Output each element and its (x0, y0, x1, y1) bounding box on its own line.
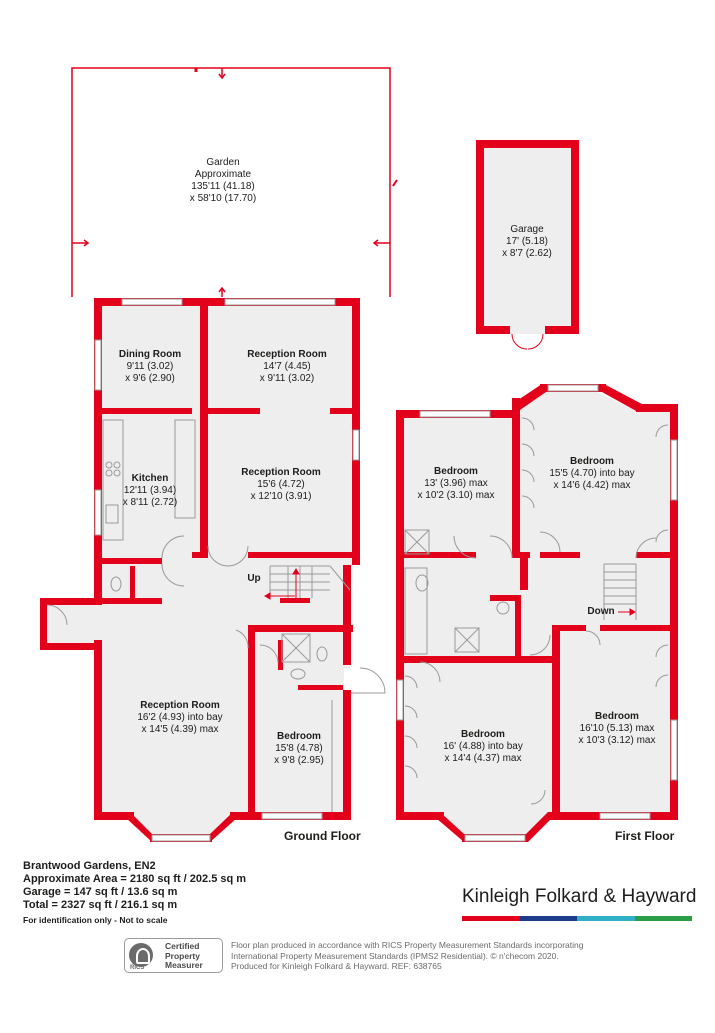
first-bedroom-3-name: Bedroom (461, 729, 505, 740)
brand-bar-teal (577, 916, 635, 921)
first-bedroom-1-name: Bedroom (434, 466, 478, 477)
rics-line-3: Measurer (165, 960, 203, 970)
disclaimer-line-1: Floor plan produced in accordance with R… (231, 940, 584, 950)
rics-badge: RICS Certified Property Measurer (124, 938, 223, 973)
approximate-area: Approximate Area = 2180 sq ft / 202.5 sq… (23, 873, 247, 885)
brand-color-bar (462, 916, 692, 921)
garden-boundary (71, 67, 398, 297)
garage-name: Garage (510, 224, 544, 235)
garage-area: Garage = 147 sq ft / 13.6 sq m (23, 886, 178, 898)
rics-logo-text: RICS (130, 965, 145, 971)
brand-bar-red (462, 916, 520, 921)
first-bedroom-3-dim1: 16' (4.88) into bay (443, 741, 523, 752)
garage-dim1: 17' (5.18) (506, 236, 548, 247)
reception-room-3-dim1: 16'2 (4.93) into bay (137, 712, 222, 723)
rics-line-1: Certified (165, 941, 200, 951)
ground-floor-plan (40, 298, 386, 842)
first-bedroom-4-dim1: 16'10 (5.13) max (580, 723, 655, 734)
total-area: Total = 2327 sq ft / 216.1 sq m (23, 899, 178, 911)
first-floor-label: First Floor (615, 829, 675, 843)
scale-note: For identification only - Not to scale (23, 915, 168, 925)
stairs-down-label: Down (587, 606, 614, 617)
reception-room-3-name: Reception Room (140, 700, 220, 711)
reception-room-2-dim1: 15'6 (4.72) (257, 479, 305, 490)
first-bedroom-2-dim1: 15'5 (4.70) into bay (549, 468, 634, 479)
ground-bedroom-dim1: 15'8 (4.78) (275, 743, 323, 754)
garden-name: Garden (206, 157, 239, 168)
ground-floor-label: Ground Floor (284, 829, 361, 843)
first-floor-plan (396, 384, 678, 842)
reception-room-1-name: Reception Room (247, 349, 327, 360)
reception-room-2-dim2: x 12'10 (3.91) (251, 491, 312, 502)
dining-room-dim1: 9'11 (3.02) (127, 361, 174, 372)
reception-room-2-name: Reception Room (241, 467, 321, 478)
rics-line-2: Property (165, 950, 200, 961)
first-bedroom-3-dim2: x 14'4 (4.37) max (445, 753, 522, 764)
reception-room-1-dim1: 14'7 (4.45) (263, 361, 311, 372)
garden-dim1: 135'11 (41.18) (191, 181, 254, 192)
disclaimer: Floor plan produced in accordance with R… (231, 940, 601, 972)
address: Brantwood Gardens, EN2 (23, 860, 156, 872)
garden-dim2: x 58'10 (17.70) (190, 193, 256, 204)
garage-building (476, 140, 579, 350)
garage-dim2: x 8'7 (2.62) (502, 248, 552, 259)
first-bedroom-1-dim2: x 10'2 (3.10) max (418, 490, 495, 501)
first-bedroom-2-dim2: x 14'6 (4.42) max (554, 480, 631, 491)
ground-bedroom-dim2: x 9'8 (2.95) (274, 755, 324, 766)
kitchen-name: Kitchen (132, 473, 169, 484)
garden-sub: Approximate (195, 169, 252, 180)
property-info: Brantwood Gardens, EN2 Approximate Area … (23, 860, 323, 927)
rics-certification: Certified Property Measurer (165, 941, 203, 971)
brand-bar-navy (519, 916, 577, 921)
brand-name: Kinleigh Folkard & Hayward (462, 886, 697, 907)
dining-room-dim2: x 9'6 (2.90) (125, 373, 175, 384)
dining-room-name: Dining Room (119, 349, 181, 360)
kitchen-dim2: x 8'11 (2.72) (123, 497, 178, 508)
ground-bedroom-name: Bedroom (277, 731, 321, 742)
disclaimer-line-3: Produced for Kinleigh Folkard & Hayward.… (231, 961, 442, 971)
reception-room-3-dim2: x 14'5 (4.39) max (142, 724, 219, 735)
rics-logo-icon (129, 943, 153, 967)
first-bedroom-2-name: Bedroom (570, 456, 614, 467)
disclaimer-line-2: International Property Measurement Stand… (231, 950, 559, 961)
first-bedroom-4-dim2: x 10'3 (3.12) max (579, 735, 656, 746)
stairs-up-label: Up (247, 573, 260, 584)
kitchen-dim1: 12'11 (3.94) (124, 485, 176, 496)
brand-bar-green (634, 916, 692, 921)
first-bedroom-1-dim1: 13' (3.96) max (424, 478, 488, 489)
reception-room-1-dim2: x 9'11 (3.02) (260, 373, 315, 384)
first-bedroom-4-name: Bedroom (595, 711, 639, 722)
